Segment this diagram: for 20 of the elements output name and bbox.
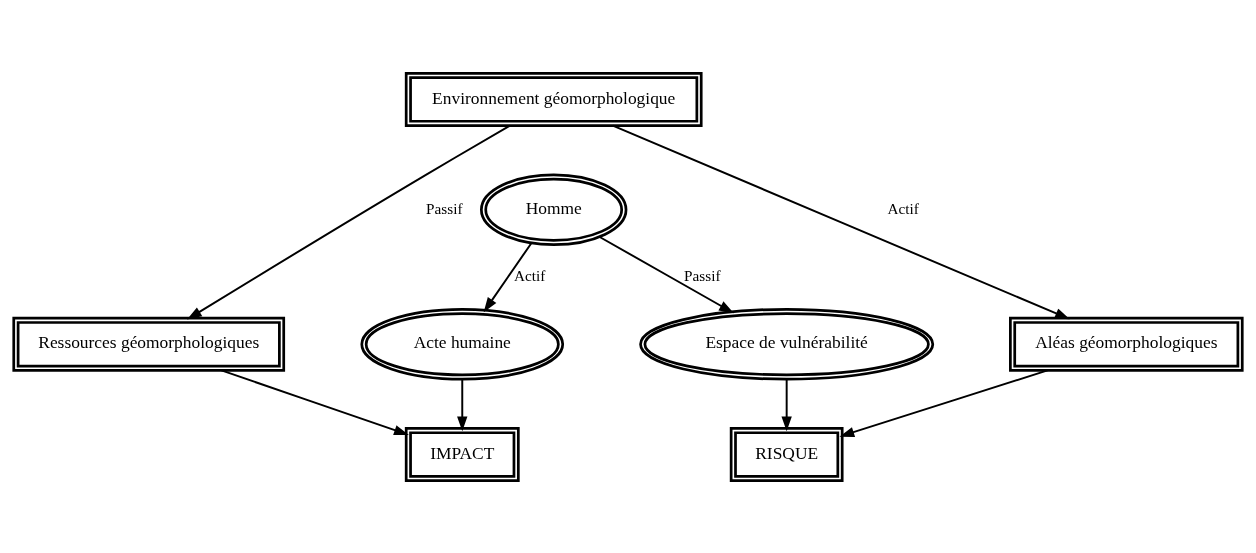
node-box: IMPACT bbox=[404, 426, 520, 482]
arrow bbox=[220, 368, 409, 435]
node-ellipse: Espace de vulnérabilité bbox=[639, 307, 935, 381]
node-box: Ressources géomorphologiques bbox=[12, 316, 286, 372]
node-ellipse: Acte humaine bbox=[360, 307, 565, 381]
arrow bbox=[611, 124, 1070, 319]
node-box: RISQUE bbox=[729, 426, 844, 482]
edge-label: Actif bbox=[887, 199, 919, 217]
arrow bbox=[839, 368, 1049, 437]
edge-label: Passif bbox=[684, 266, 721, 284]
arrow bbox=[598, 235, 734, 313]
arrow bbox=[457, 378, 468, 431]
arrow bbox=[781, 378, 792, 431]
arrow bbox=[483, 241, 533, 312]
node-ellipse: Homme bbox=[480, 172, 628, 246]
arrow bbox=[187, 124, 511, 320]
edge-label: Actif bbox=[514, 266, 546, 284]
node-box: Environnement géomorphologique bbox=[404, 71, 703, 127]
node-box: Aléas géomorphologiques bbox=[1009, 316, 1244, 372]
edge-label: Passif bbox=[426, 199, 463, 217]
